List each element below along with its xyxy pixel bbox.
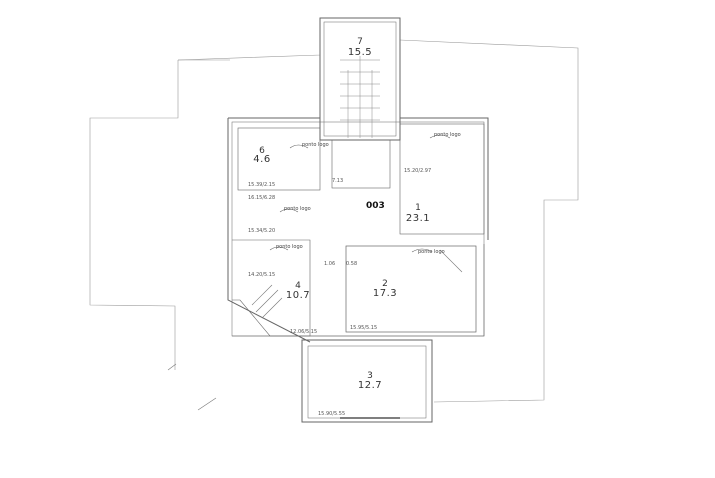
height-mark-1: 1.06: [324, 261, 336, 267]
room-7-number: 7: [357, 37, 363, 47]
site-outline: [89, 18, 579, 403]
room-2-number: 2: [382, 279, 388, 289]
room-2-area: 17.3: [372, 288, 398, 299]
room-3-area: 12.7: [357, 380, 383, 391]
room-7-area: 15.5: [347, 47, 373, 58]
dimension-4: 15.20/2.97: [404, 168, 432, 174]
plan-code: 003: [366, 201, 385, 211]
room-6-number: 6: [259, 146, 265, 156]
height-mark-2: 0.58: [346, 261, 358, 267]
stair-treads: [340, 56, 380, 138]
room-3-number: 3: [367, 371, 373, 381]
annotation-tag-right: ponto logo: [434, 132, 461, 138]
dimension-6: 12.06/5.15: [290, 329, 318, 335]
height-mark-3: 7.13: [332, 178, 344, 184]
dimension-2: 16.15/6.28: [248, 195, 276, 201]
dimension-8: 15.90/5.55: [318, 411, 346, 417]
room-1-number: 1: [415, 203, 421, 213]
room-4-area: 10.7: [285, 290, 311, 301]
dimension-7: 15.95/5.15: [350, 325, 378, 331]
room-4-number: 4: [295, 281, 301, 291]
annotation-tag-room-6: ponto logo: [302, 142, 329, 148]
annotation-tag-room-4: ponto logo: [276, 244, 303, 250]
building-walls: [227, 17, 489, 423]
dimension-5: 14.20/5.15: [248, 272, 276, 278]
door-marks: [269, 134, 451, 419]
dimension-1: 15.39/2.15: [248, 182, 276, 188]
hatch-lines: [167, 249, 463, 411]
room-1-area: 23.1: [405, 213, 431, 224]
annotation-tag-corridor: ponto logo: [284, 206, 311, 212]
dimension-3: 15.34/5.20: [248, 228, 276, 234]
annotation-tag-room-2: ponto logo: [418, 249, 445, 255]
room-6-area: 4.6: [253, 154, 271, 165]
